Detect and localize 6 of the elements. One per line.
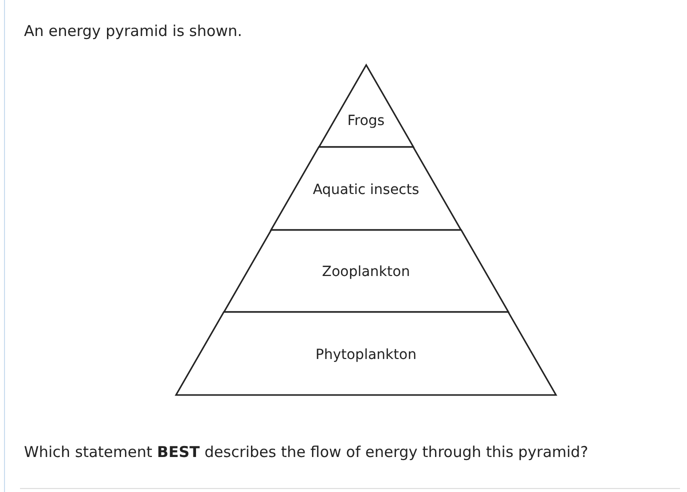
frogs-band: Frogs	[318, 65, 414, 147]
insects-band: Aquatic insects	[271, 147, 461, 230]
phytoplankton-band: Phytoplankton	[176, 312, 556, 395]
zooplankton-band: Zooplankton	[224, 230, 508, 312]
question-text: Which statement BEST describes the flow of energy through this pyramid?	[24, 443, 588, 461]
intro-text: An energy pyramid is shown.	[24, 22, 242, 40]
